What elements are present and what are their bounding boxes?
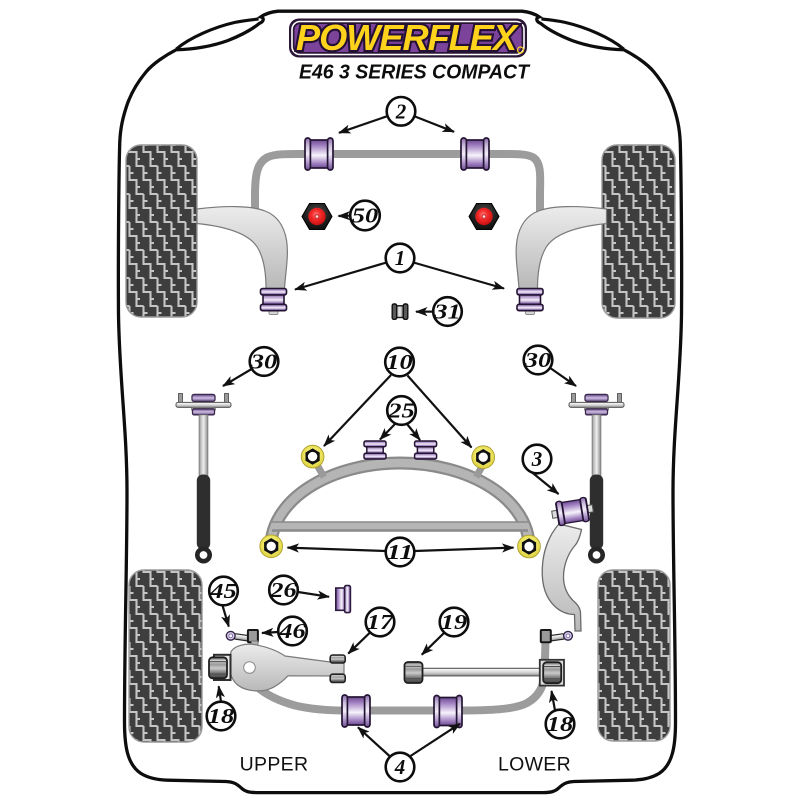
svg-text:46: 46 — [278, 619, 306, 643]
svg-text:4: 4 — [394, 755, 406, 779]
svg-text:10: 10 — [386, 350, 413, 374]
svg-text:3: 3 — [531, 447, 543, 471]
svg-text:11: 11 — [387, 540, 414, 564]
svg-text:19: 19 — [441, 610, 468, 634]
svg-text:UPPER: UPPER — [240, 753, 309, 775]
svg-text:25: 25 — [387, 399, 415, 423]
svg-text:18: 18 — [547, 712, 574, 736]
svg-text:26: 26 — [269, 578, 297, 602]
svg-text:18: 18 — [208, 704, 235, 728]
svg-text:30: 30 — [249, 350, 277, 374]
svg-text:31: 31 — [433, 300, 461, 324]
svg-text:50: 50 — [352, 204, 379, 228]
svg-text:E46 3 SERIES COMPACT: E46 3 SERIES COMPACT — [299, 61, 530, 84]
svg-text:45: 45 — [209, 579, 237, 603]
svg-text:17: 17 — [367, 610, 395, 634]
svg-text:2: 2 — [395, 100, 407, 124]
svg-text:POWERFLEX: POWERFLEX — [296, 17, 519, 58]
svg-text:1: 1 — [395, 246, 406, 270]
svg-text:LOWER: LOWER — [498, 753, 571, 775]
svg-text:30: 30 — [523, 348, 551, 372]
